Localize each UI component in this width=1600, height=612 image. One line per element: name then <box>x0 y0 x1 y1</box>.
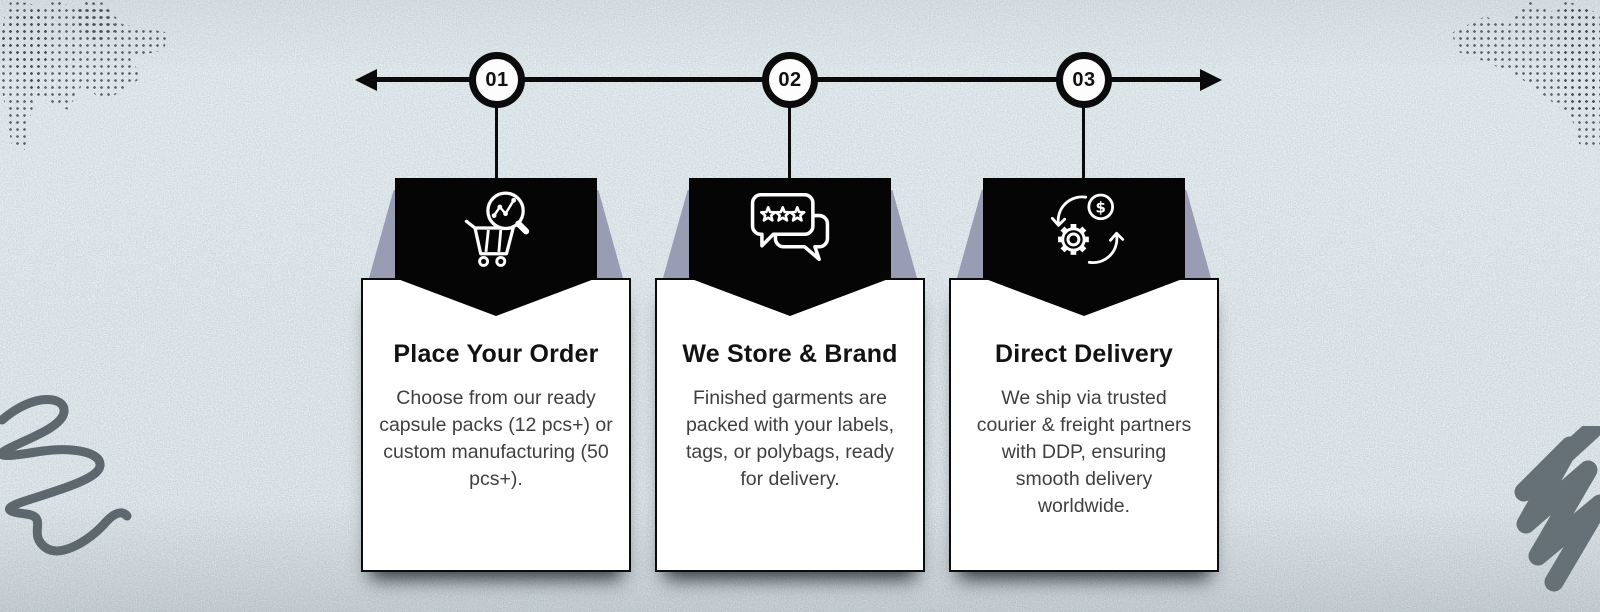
dollar-sign: $ <box>1096 199 1106 217</box>
card-body: Direct Delivery We ship via trusted cour… <box>949 278 1219 572</box>
step-card-place-your-order: Place Your Order Choose from our ready c… <box>361 178 631 574</box>
order-search-cart-icon <box>464 191 530 267</box>
scribble-marker-zigzag-icon <box>1514 426 1600 592</box>
card-body: Place Your Order Choose from our ready c… <box>361 278 631 572</box>
step-circle-2: 02 <box>762 52 818 108</box>
store-brand-review-bubbles-icon <box>750 192 830 262</box>
scribble-loops-icon <box>0 395 132 556</box>
card-description: Finished garments are packed with your l… <box>685 387 895 490</box>
step-number: 02 <box>778 68 802 91</box>
step-circle-1: 01 <box>469 52 525 108</box>
arrow-right-icon <box>1200 69 1222 91</box>
step-card-direct-delivery: $ Direct Delivery We ship via trusted co… <box>949 178 1219 574</box>
ribbon-fold-left <box>957 190 985 278</box>
ribbon-fold-right <box>1183 190 1211 278</box>
step-card-we-store-and-brand: We Store & Brand Finished garments are p… <box>655 178 925 574</box>
ribbon-fold-left <box>369 190 397 278</box>
arrow-left-icon <box>355 69 377 91</box>
ribbon-fold-right <box>595 190 623 278</box>
step-number: 01 <box>485 68 509 91</box>
ribbon-fold-left <box>663 190 691 278</box>
card-body: We Store & Brand Finished garments are p… <box>655 278 925 572</box>
card-description: Choose from our ready capsule packs (12 … <box>379 387 613 490</box>
card-description: We ship via trusted courier & freight pa… <box>976 387 1192 517</box>
ribbon-fold-right <box>889 190 917 278</box>
step-circle-3: 03 <box>1056 52 1112 108</box>
delivery-money-cycle-icon: $ <box>1050 193 1125 265</box>
step-number: 03 <box>1072 68 1096 91</box>
